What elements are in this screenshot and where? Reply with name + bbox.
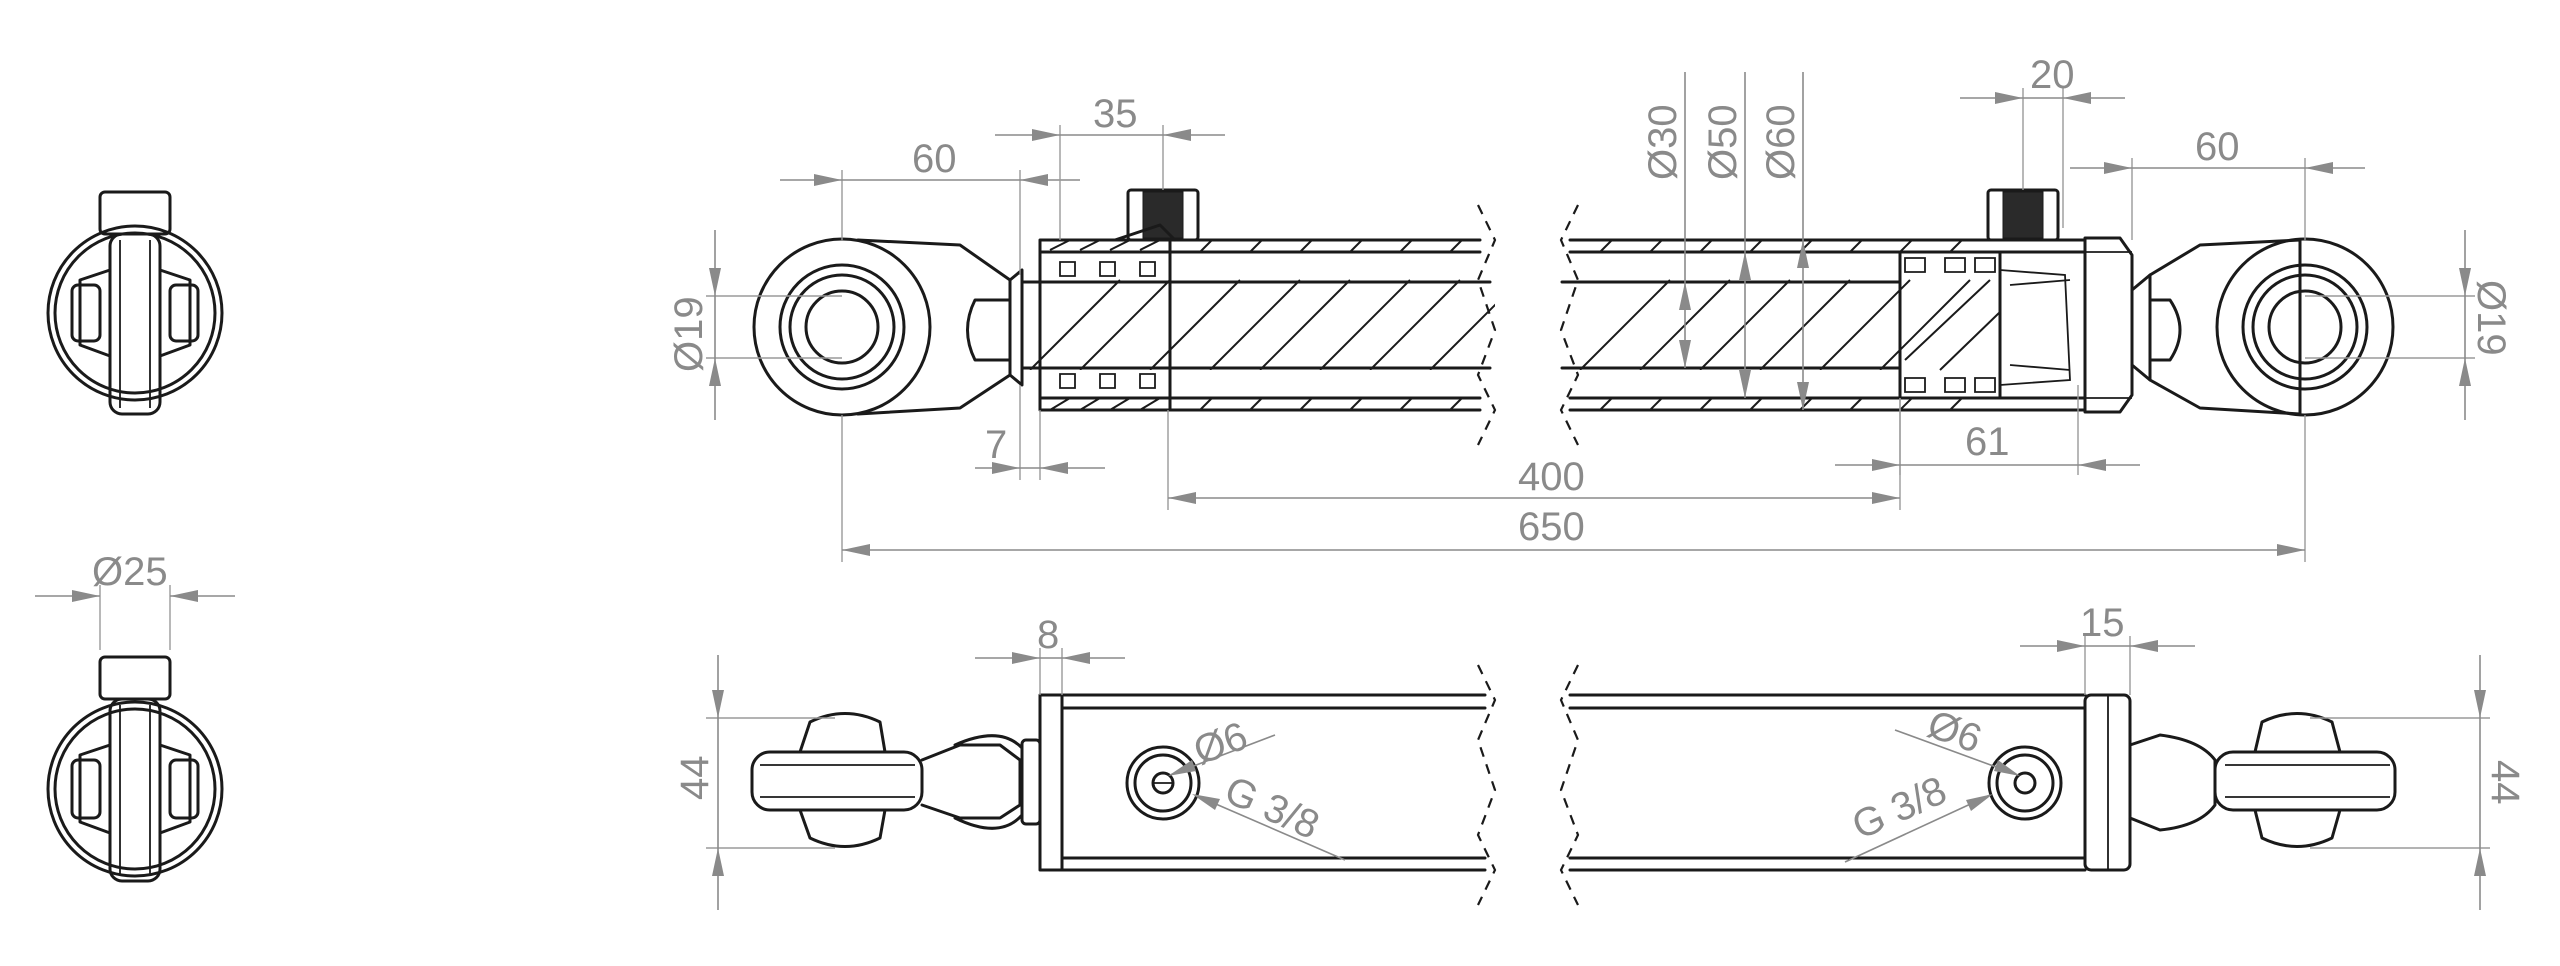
dim-text-pin-hole-right: 19 bbox=[2469, 311, 2513, 356]
external-view bbox=[750, 664, 2397, 906]
svg-text:Ø6: Ø6 bbox=[1922, 702, 1987, 762]
dim-text-eye-width-left: 60 bbox=[912, 137, 957, 181]
dim-text-rear-stroke-end: 61 bbox=[1965, 420, 2010, 464]
dim-text-dia-bore: 50 bbox=[1701, 104, 1745, 149]
callout-port-left: Ø6 G 3/8 bbox=[1168, 714, 1346, 861]
dim-text-port-thread-left: G 3/8 bbox=[1218, 768, 1325, 848]
dim-text-eye-thickness-left: 44 bbox=[673, 756, 717, 801]
dim-text-pin-hole-left: 19 bbox=[667, 296, 711, 341]
svg-text:Ø30: Ø30 bbox=[1641, 104, 1685, 180]
dim-pin-hole-right: Ø19 bbox=[2305, 230, 2513, 420]
cylinder-body-left bbox=[1038, 693, 1487, 872]
piston-rod-right bbox=[1560, 250, 2071, 400]
end-view-bottom bbox=[46, 655, 224, 883]
dim-text-pin-dia-side: 25 bbox=[123, 550, 168, 594]
dim-eye-width-left: 60 bbox=[780, 137, 1080, 275]
dim-text-port-offset-right: 20 bbox=[2030, 53, 2075, 97]
dim-port-offset-right: 20 bbox=[1960, 53, 2125, 228]
section-view bbox=[752, 188, 2395, 446]
port-boss-rear bbox=[1986, 188, 2060, 242]
dim-eye-thickness-left: 44 bbox=[673, 655, 835, 910]
dim-dia-outer: Ø60 bbox=[1759, 72, 1809, 410]
dim-eye-thickness-right: 44 bbox=[2310, 655, 2527, 910]
svg-text:Ø25: Ø25 bbox=[92, 550, 168, 594]
gland-front bbox=[1038, 238, 1172, 412]
tube-left bbox=[1168, 238, 1482, 412]
dim-installed-length: 650 bbox=[841, 415, 2306, 562]
svg-text:Ø50: Ø50 bbox=[1701, 104, 1745, 180]
piston-rod-left bbox=[1020, 279, 1495, 370]
dim-text-dia-rod: 30 bbox=[1641, 104, 1685, 149]
svg-text:Ø19: Ø19 bbox=[667, 296, 711, 372]
dim-text-eye-thickness-right: 44 bbox=[2483, 760, 2527, 805]
dim-text-port-offset-bottom-right: 15 bbox=[2080, 601, 2125, 645]
rod-eye-right bbox=[2130, 237, 2395, 417]
dim-text-dia-outer: 60 bbox=[1759, 104, 1803, 149]
port-boss-front bbox=[1113, 188, 1200, 242]
rear-cap bbox=[2083, 236, 2134, 414]
dim-text-front-gap: 7 bbox=[985, 423, 1007, 467]
callout-port-right: Ø6 G 3/8 bbox=[1844, 702, 2020, 863]
dim-text-port-offset-top: 35 bbox=[1093, 92, 1138, 136]
rod-eye-right-side bbox=[2128, 712, 2397, 848]
dim-dia-bore: Ø50 bbox=[1701, 72, 1751, 398]
dim-stroke: 400 bbox=[1167, 398, 1901, 510]
dim-text-port-offset-bottom-left: 8 bbox=[1037, 613, 1059, 657]
dim-text-stroke: 400 bbox=[1518, 455, 1585, 499]
dim-text-eye-width-right: 60 bbox=[2195, 125, 2240, 169]
dim-port-offset-top: 35 bbox=[995, 92, 1225, 240]
dim-port-offset-bottom-left: 8 bbox=[975, 613, 1125, 695]
port-right-top-view bbox=[1987, 745, 2063, 821]
rod-eye-left bbox=[752, 237, 1024, 417]
dim-pin-hole-left: Ø19 bbox=[667, 230, 842, 420]
dim-rear-stroke-end: 61 bbox=[1835, 385, 2140, 475]
port-left-top-view bbox=[1125, 745, 1201, 821]
dim-eye-width-right: 60 bbox=[2070, 125, 2365, 240]
dim-pin-dia-side: Ø25 bbox=[35, 550, 235, 650]
svg-text:Ø19: Ø19 bbox=[2469, 280, 2513, 356]
end-view-top bbox=[46, 190, 224, 416]
rod-eye-left-side bbox=[750, 712, 1042, 848]
dim-port-offset-bottom-right: 15 bbox=[2020, 601, 2195, 695]
svg-text:Ø60: Ø60 bbox=[1759, 104, 1803, 180]
dim-front-gap: 7 bbox=[975, 385, 1105, 480]
dim-dia-rod: Ø30 bbox=[1641, 72, 1691, 368]
dim-text-installed-length: 650 bbox=[1518, 505, 1585, 549]
cylinder-body-right bbox=[1568, 693, 2132, 872]
